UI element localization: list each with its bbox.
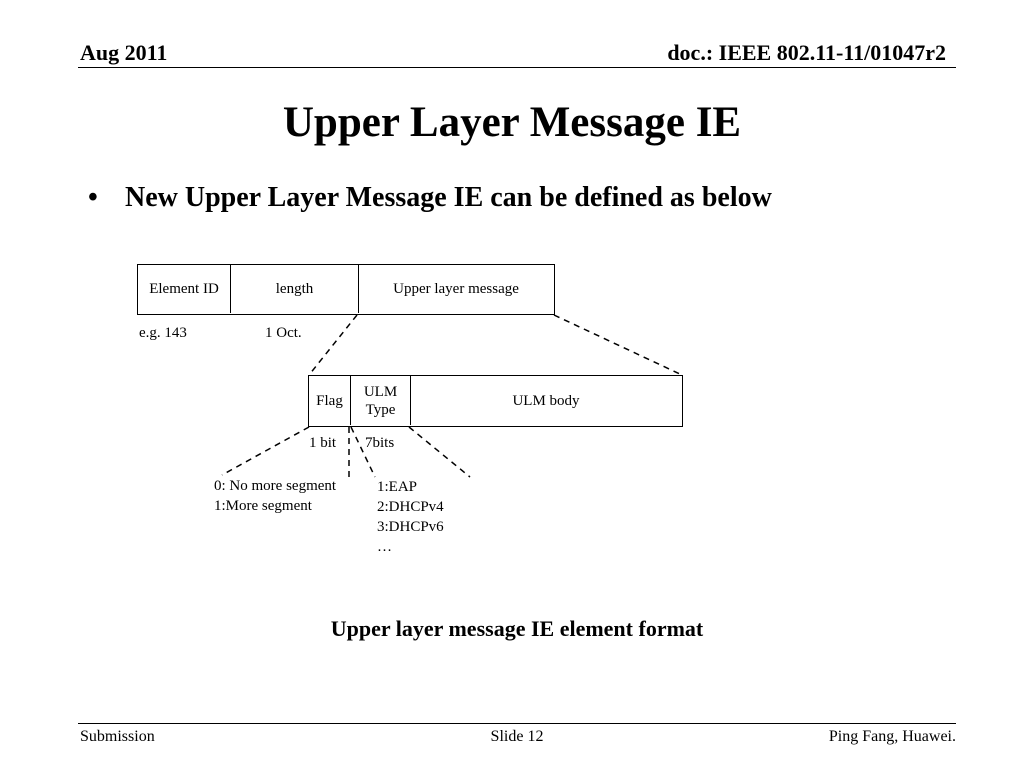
field-upper-layer-message: Upper layer message: [393, 281, 519, 297]
note-length: 1 Oct.: [265, 325, 302, 341]
ulm-format-bar: Flag ULM Type ULM body: [308, 375, 683, 427]
type-callout-right: [408, 426, 471, 478]
header-rule: [78, 67, 956, 68]
field-ulm-body: ULM body: [512, 392, 580, 409]
flag-value-item: 0: No more segment: [214, 478, 337, 494]
flag-value-item: 1:More segment: [214, 498, 312, 514]
header-doc-id: doc.: IEEE 802.11-11/01047r2: [667, 40, 946, 65]
slide-title: Upper Layer Message IE: [282, 99, 742, 146]
type-value-item: 3:DHCPv6: [377, 519, 444, 535]
type-callout-left: [350, 426, 376, 478]
footer-author: Ping Fang, Huawei.: [828, 728, 956, 745]
footer-submission: Submission: [80, 728, 155, 745]
ie-format-bar: Element ID length Upper layer message: [137, 264, 555, 315]
zoom-line-left: [308, 314, 358, 376]
footer-slide-number: Slide 12: [490, 728, 544, 745]
type-value-item: …: [377, 539, 392, 555]
bullet-dot: •: [88, 182, 98, 213]
bullet-text: New Upper Layer Message IE can be define…: [125, 182, 772, 213]
field-flag: Flag: [309, 376, 351, 425]
type-value-item: 1:EAP: [377, 479, 418, 495]
diagram-caption: Upper layer message IE element format: [330, 616, 704, 641]
field-ulm-type: ULM Type: [351, 376, 411, 425]
flag-callout-left: [221, 426, 310, 476]
field-length: length: [231, 265, 359, 313]
flag-values-list: 0: No more segment 1:More segment: [214, 476, 336, 516]
zoom-line-right: [553, 314, 683, 376]
footer-rule: [78, 723, 956, 724]
note-flag: 1 bit: [309, 435, 337, 451]
header-date: Aug 2011: [80, 40, 168, 65]
field-element-id: Element ID: [138, 265, 231, 313]
bullet-item: • New Upper Layer Message IE can be defin…: [88, 180, 772, 216]
note-ulm-type: 7bits: [365, 435, 395, 451]
type-values-list: 1:EAP 2:DHCPv4 3:DHCPv6 …: [377, 477, 444, 557]
note-element-id: e.g. 143: [139, 325, 187, 341]
type-value-item: 2:DHCPv4: [377, 499, 444, 515]
